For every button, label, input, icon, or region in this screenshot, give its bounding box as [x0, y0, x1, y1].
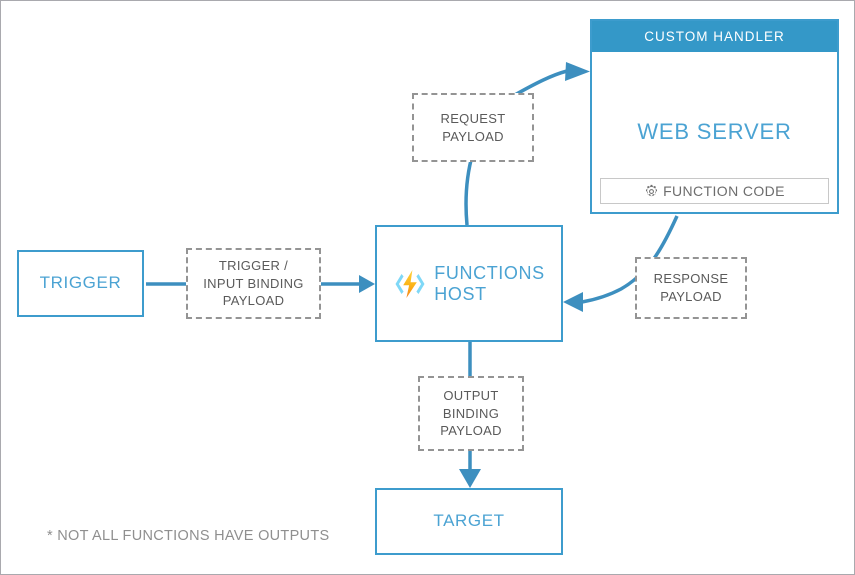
custom-handler-header: CUSTOM HANDLER	[592, 21, 837, 52]
payload-request-line2: PAYLOAD	[442, 128, 504, 144]
payload-output-line2: BINDING	[442, 405, 500, 421]
payload-trigger-input-line1: TRIGGER /	[218, 258, 289, 274]
payload-request: REQUEST PAYLOAD	[412, 93, 534, 162]
azure-functions-logo-icon	[395, 269, 425, 298]
gear-icon	[646, 184, 658, 196]
payload-trigger-input-line3: PAYLOAD	[222, 293, 285, 309]
function-code-button[interactable]: FUNCTION CODE	[600, 178, 829, 204]
target-node[interactable]: TARGET	[375, 488, 563, 555]
payload-response-line2: PAYLOAD	[660, 289, 722, 304]
functions-host-label-line1: FUNCTIONS	[434, 262, 545, 283]
payload-output-line1: OUTPUT	[443, 388, 499, 404]
custom-handler-node[interactable]: CUSTOM HANDLER WEB SERVER FUNCTION CODE	[590, 19, 839, 214]
target-label: TARGET	[433, 511, 505, 531]
payload-request-line1: REQUEST	[440, 110, 506, 126]
payload-request-text: REQUEST PAYLOAD	[441, 110, 506, 145]
trigger-node[interactable]: TRIGGER	[17, 250, 144, 317]
trigger-label: TRIGGER	[39, 273, 122, 293]
payload-output-line3: PAYLOAD	[440, 423, 502, 439]
payload-response-line1: RESPONSE	[653, 271, 729, 287]
payload-trigger-input-binding: TRIGGER /INPUT BINDING PAYLOAD	[186, 248, 321, 319]
arrow-webserver-to-host	[563, 215, 679, 312]
web-server-label: WEB SERVER	[637, 119, 792, 144]
footnote: * NOT ALL FUNCTIONS HAVE OUTPUTS	[47, 528, 330, 544]
functions-host-label-line2: HOST	[434, 283, 487, 304]
function-code-label: FUNCTION CODE	[663, 183, 785, 199]
payload-response: RESPONSE PAYLOAD	[635, 257, 747, 319]
payload-trigger-input-line2: INPUT BINDING	[203, 275, 304, 291]
payload-trigger-input-text: TRIGGER /INPUT BINDING PAYLOAD	[203, 257, 303, 310]
custom-handler-body: WEB SERVER FUNCTION CODE	[592, 52, 837, 212]
payload-response-text: RESPONSE PAYLOAD	[654, 270, 729, 305]
